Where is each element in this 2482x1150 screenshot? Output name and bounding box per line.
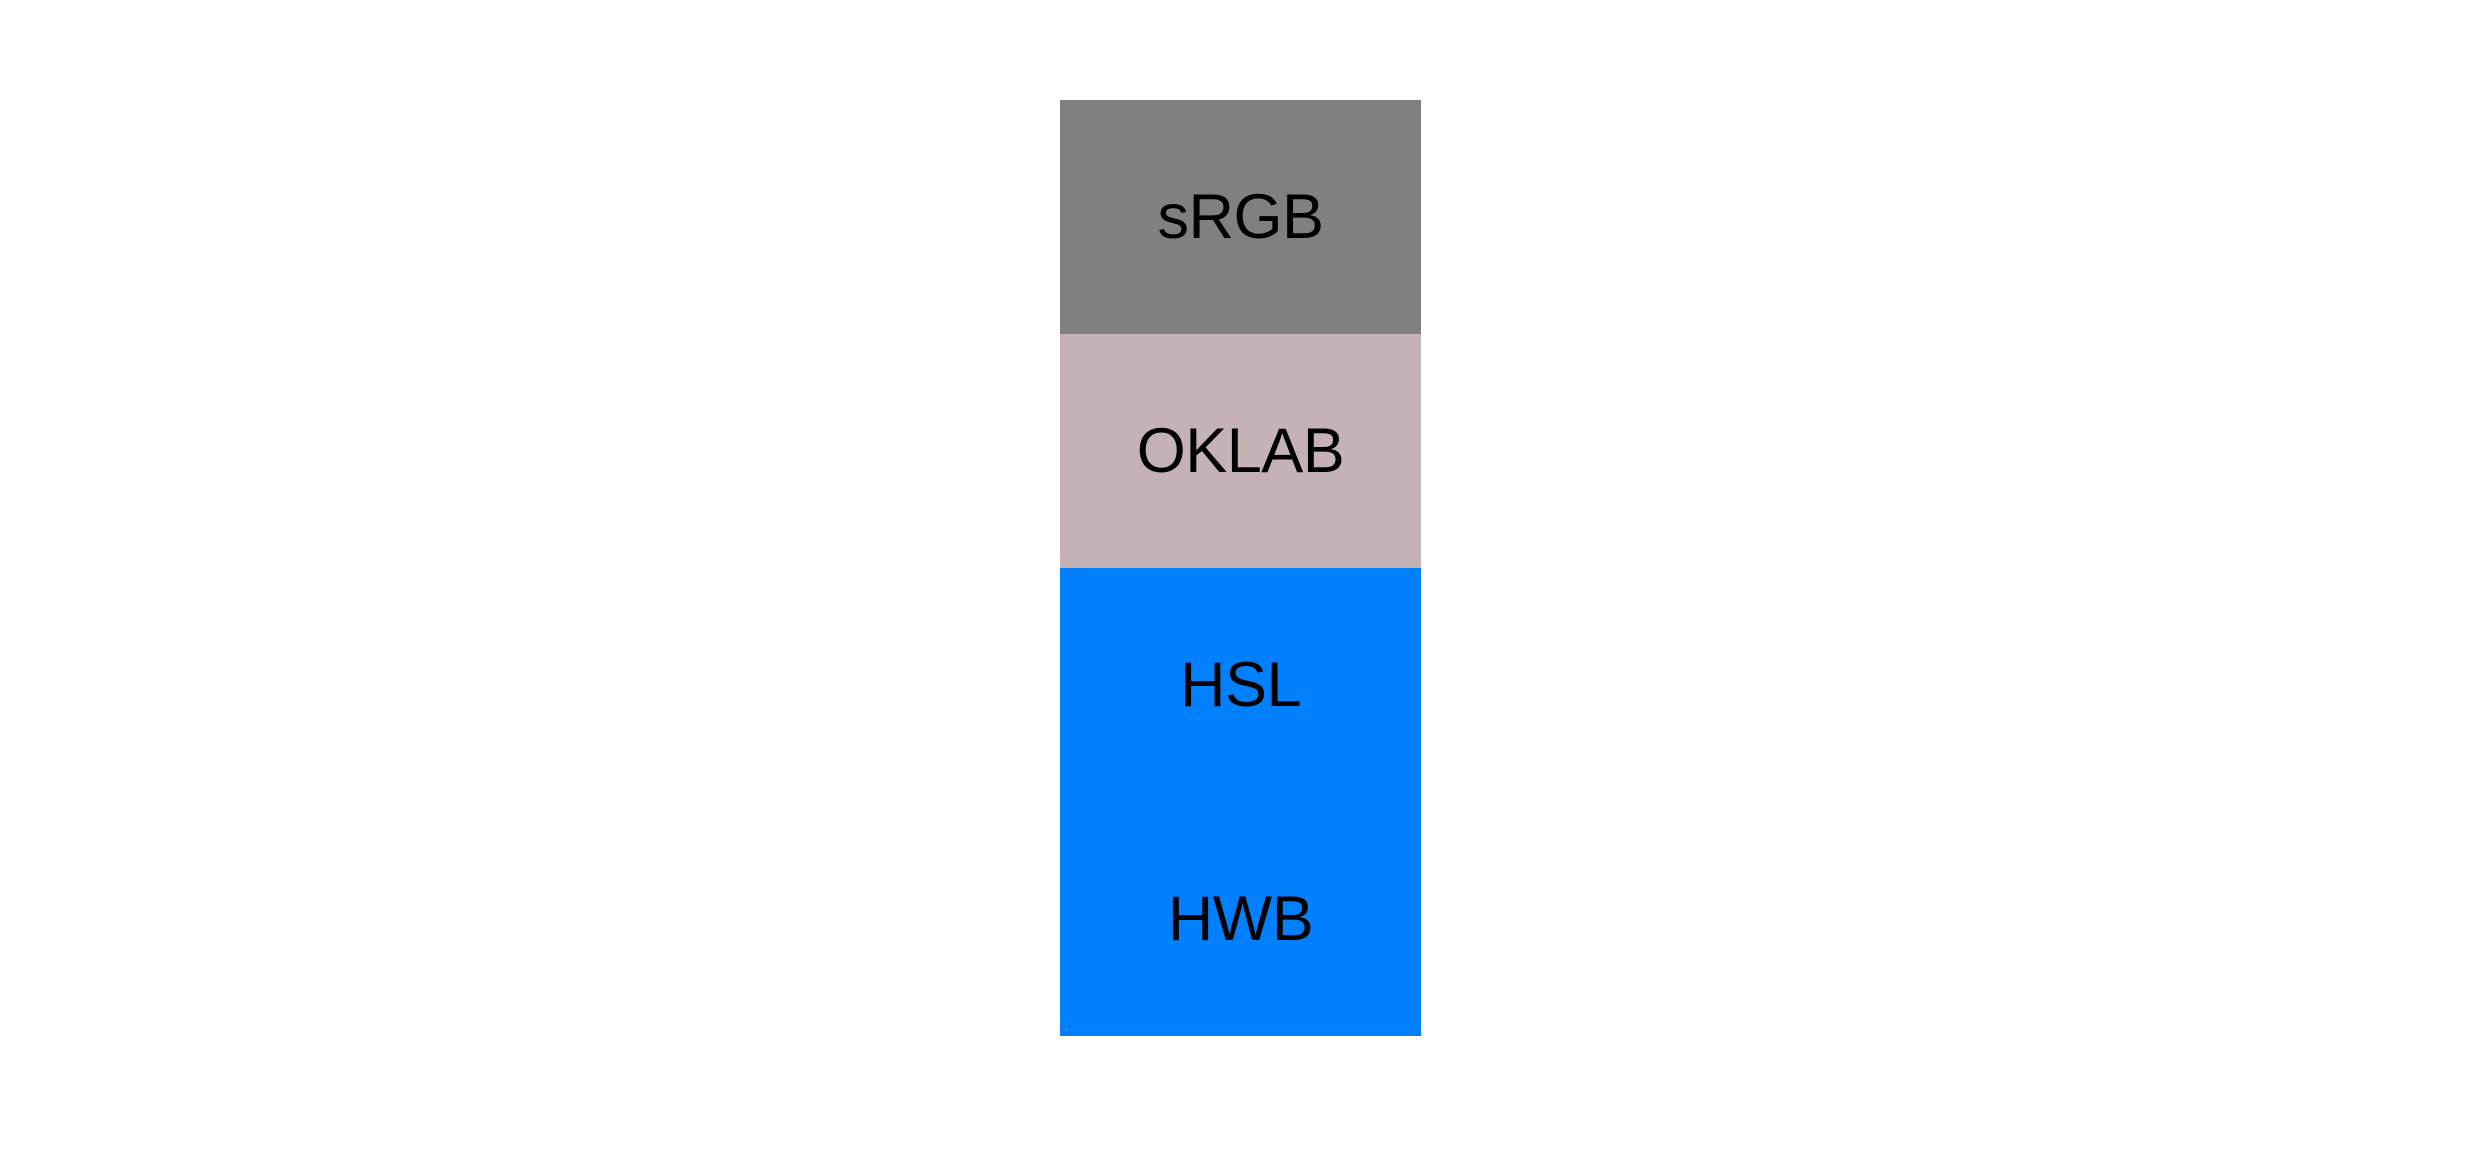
swatch-label-hsl: HSL [1179, 649, 1302, 720]
swatch-hwb: HWB [1060, 802, 1421, 1036]
color-swatch-stack: sRGB OKLAB HSL HWB [1060, 100, 1421, 1036]
swatch-label-oklab: OKLAB [1136, 415, 1345, 486]
swatch-srgb: sRGB [1060, 100, 1421, 334]
swatch-hsl: HSL [1060, 568, 1421, 802]
swatch-label-srgb: sRGB [1157, 181, 1324, 252]
swatch-oklab: OKLAB [1060, 334, 1421, 568]
swatch-label-hwb: HWB [1167, 883, 1314, 954]
